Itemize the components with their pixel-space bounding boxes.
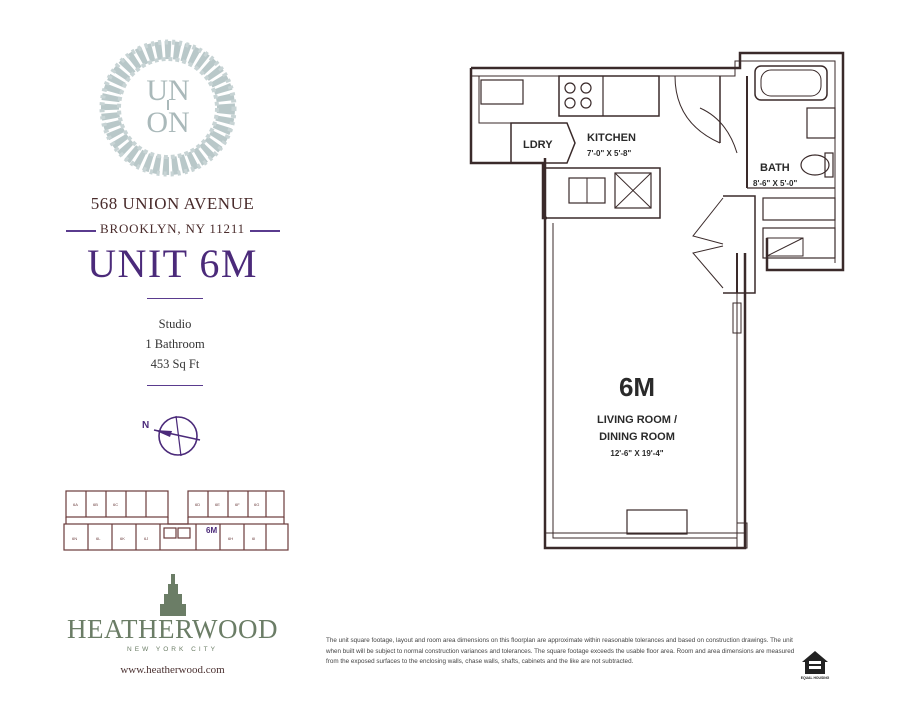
unit-bathrooms: 1 Bathroom <box>145 337 205 351</box>
developer-name: HEATHERWOOD <box>67 614 278 644</box>
city-rule-right <box>250 230 280 232</box>
developer-tagline: NEW YORK CITY <box>127 646 218 653</box>
unit-type: Studio <box>158 317 192 331</box>
key-unit-6b: 6B <box>93 502 98 507</box>
plan-bath-label: BATH <box>760 162 790 174</box>
key-plan: 6A 6B 6C 6D 6E 6F 6G 6N 6L 6K 6J 6H 6I 6… <box>60 488 292 554</box>
city-row: BROOKLYN, NY 11211 <box>60 221 285 239</box>
compass-label: N <box>142 420 149 431</box>
plan-room-line1: LIVING ROOM / <box>597 414 677 426</box>
unit-area: 453 Sq Ft <box>150 357 200 371</box>
key-unit-highlight: 6M <box>206 526 217 535</box>
building-address: 568 UNION AVENUE <box>90 194 255 213</box>
svg-text:ON: ON <box>146 106 189 139</box>
plan-room-dim: 12'-6" X 19'-4" <box>610 449 663 458</box>
key-unit-6l: 6L <box>96 536 101 541</box>
website-link[interactable]: www.heatherwood.com <box>120 664 225 676</box>
floor-plan: LDRY KITCHEN 7'-0" X 5'-8" BATH 8'-6" X … <box>465 48 845 558</box>
heatherwood-logo: HEATHERWOOD NEW YORK CITY <box>60 574 285 664</box>
disclaimer-text: The unit square footage, layout and room… <box>326 637 795 665</box>
plan-kitchen-dim: 7'-0" X 5'-8" <box>587 149 632 158</box>
city-rule-left <box>66 230 96 232</box>
key-unit-6j: 6J <box>144 536 148 541</box>
equal-housing-label: EQUAL HOUSING <box>801 676 830 680</box>
key-unit-6a: 6A <box>73 502 78 507</box>
union-logo: UN ON UNION <box>88 38 248 178</box>
key-unit-6c: 6C <box>113 502 118 507</box>
key-unit-6h: 6H <box>228 536 233 541</box>
plan-room-line2: DINING ROOM <box>599 431 675 443</box>
key-unit-6f: 6F <box>235 502 240 507</box>
key-unit-6e: 6E <box>215 502 220 507</box>
key-unit-6k: 6K <box>120 536 125 541</box>
unit-title: UNIT 6M <box>87 241 258 286</box>
key-unit-6d: 6D <box>195 502 200 507</box>
unit-details: Studio 1 Bathroom 453 Sq Ft <box>100 314 250 374</box>
divider-top <box>147 298 203 299</box>
key-unit-6n: 6N <box>72 536 77 541</box>
plan-kitchen-label: KITCHEN <box>587 132 636 144</box>
plan-laundry-label: LDRY <box>523 139 553 151</box>
divider-bottom <box>147 385 203 386</box>
plan-unit-label: 6M <box>619 372 655 402</box>
logo-text: UNION <box>166 175 169 177</box>
plan-bath-dim: 8'-6" X 5'-0" <box>753 179 798 188</box>
key-unit-6i: 6I <box>252 536 255 541</box>
compass-icon: N <box>140 408 210 468</box>
equal-housing-icon: EQUAL HOUSING <box>798 646 832 680</box>
building-city: BROOKLYN, NY 11211 <box>97 221 248 236</box>
key-unit-6g: 6G <box>254 502 259 507</box>
